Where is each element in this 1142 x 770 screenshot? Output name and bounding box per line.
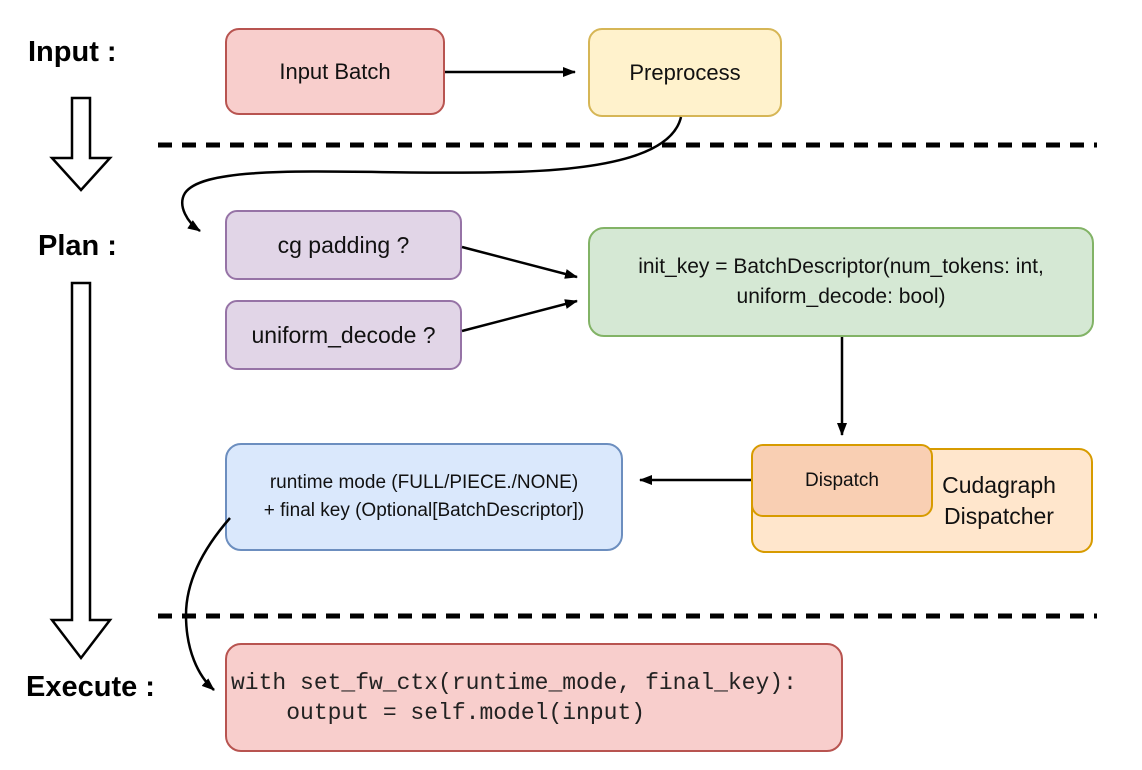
node-cudagraph-dispatcher-label: Cudagraph Dispatcher (942, 471, 1056, 529)
hollow-arrow-input-to-plan (49, 96, 113, 192)
node-init-key-line1: init_key = BatchDescriptor(num_tokens: i… (638, 255, 1044, 278)
node-runtime-mode: runtime mode (FULL/PIECE./NONE) + final … (225, 443, 623, 551)
stage-label-execute: Execute : (26, 671, 155, 703)
hollow-arrow-plan-to-execute (49, 281, 113, 661)
node-execute-code-line1: with set_fw_ctx(runtime_mode, final_key)… (231, 669, 797, 696)
node-preprocess-label: Preprocess (629, 59, 741, 85)
node-uniform-decode-label: uniform_decode ? (251, 321, 436, 348)
edge-uniformdecode-initkey (461, 299, 578, 333)
stage-label-plan: Plan : (38, 230, 117, 262)
node-preprocess: Preprocess (588, 28, 782, 117)
node-init-key: init_key = BatchDescriptor(num_tokens: i… (588, 227, 1094, 337)
node-execute-code: with set_fw_ctx(runtime_mode, final_key)… (225, 643, 843, 752)
node-cg-padding-label: cg padding ? (277, 231, 410, 258)
node-cg-padding: cg padding ? (225, 210, 462, 280)
node-input-batch-label: Input Batch (279, 58, 391, 84)
node-runtime-mode-line1: runtime mode (FULL/PIECE./NONE) (269, 472, 579, 493)
node-dispatch-label: Dispatch (805, 469, 879, 491)
stage-label-input: Input : (28, 36, 117, 68)
node-execute-code-line2: output = self.model(input) (231, 699, 646, 726)
edge-cgpadding-initkey (461, 245, 578, 279)
node-dispatch: Dispatch (751, 444, 933, 517)
node-init-key-line2: uniform_decode: bool) (736, 285, 946, 308)
node-input-batch: Input Batch (225, 28, 445, 115)
node-runtime-mode-line2: + final key (Optional[BatchDescriptor]) (263, 500, 585, 521)
edge-runtimemode-executecode (184, 517, 231, 691)
node-uniform-decode: uniform_decode ? (225, 300, 462, 370)
